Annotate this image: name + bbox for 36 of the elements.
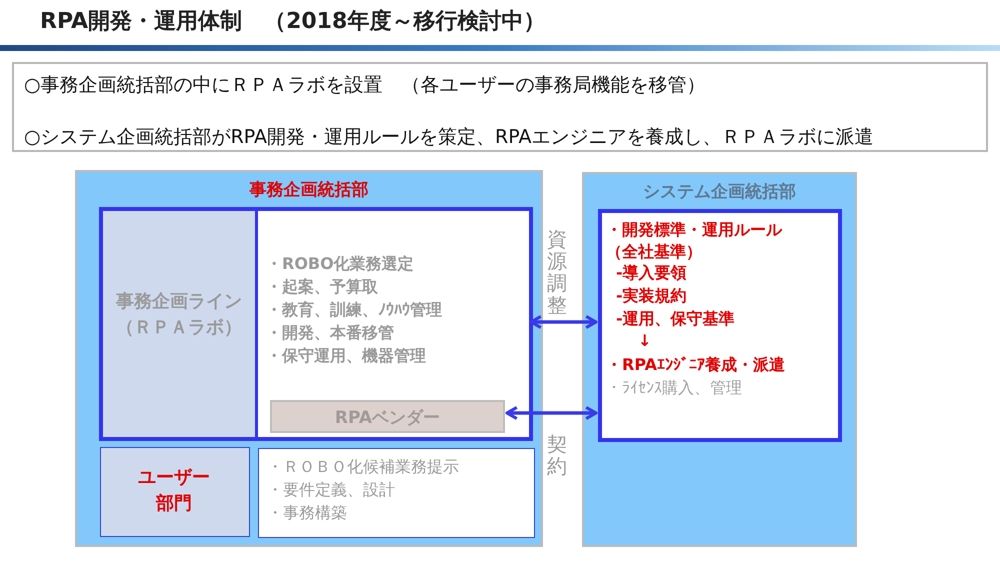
department-panel bbox=[75, 170, 543, 547]
department-panel bbox=[582, 172, 857, 547]
list-item: -運用、保守基準 bbox=[616, 309, 735, 330]
note-text: ○事務企画統括部の中にＲＰＡラボを設置 （各ユーザーの事務局機能を移管） bbox=[24, 73, 706, 98]
list-item: ・RPAｴﾝｼﾞﾆｱ養成・派遣 bbox=[606, 355, 785, 376]
list-item: ・教育、訓練、ﾉｳﾊｳ管理 bbox=[266, 300, 442, 321]
task-box bbox=[258, 448, 535, 538]
panel-heading: システム企画統括部 bbox=[642, 181, 797, 203]
task-box bbox=[258, 211, 529, 437]
edge-label: 契約 bbox=[546, 433, 568, 477]
edge-label: 資源調整 bbox=[546, 228, 568, 316]
box-label: 事務企画ライン（ＲＰＡラボ） bbox=[115, 290, 243, 340]
list-item: -実装規約 bbox=[616, 286, 687, 307]
vendor-box bbox=[270, 400, 505, 433]
list-item: ・要件定義、設計 bbox=[267, 480, 395, 501]
title: RPA開発・運用体制 （2018年度～移行検討中） bbox=[40, 8, 546, 36]
arrow bbox=[505, 406, 598, 420]
list-item: -導入要領 bbox=[616, 263, 687, 284]
arrow bbox=[529, 314, 598, 330]
panel-heading: 事務企画統括部 bbox=[248, 179, 370, 201]
list-item: ・保守運用、機器管理 bbox=[266, 346, 426, 367]
lab-frame bbox=[99, 207, 533, 441]
task-box bbox=[598, 209, 842, 442]
box-label: RPAベンダー bbox=[334, 407, 442, 429]
box-label: ユーザー部門 bbox=[137, 466, 211, 516]
list-item: ・ﾗｲｾﾝｽ購入、管理 bbox=[606, 378, 742, 399]
note-box bbox=[12, 62, 988, 152]
list-item: ・ROBO化業務選定 bbox=[266, 254, 414, 275]
note-text: ○システム企画統括部がRPA開発・運用ルールを策定、RPAエンジニアを養成し、ＲＰＡラボに派遣 bbox=[24, 125, 874, 150]
list-item: ・開発標準・運用ルール（全社基準） bbox=[606, 219, 784, 263]
list-item: ・ＲＯＢＯ化候補業務提示 bbox=[267, 457, 459, 478]
list-item: ・事務構築 bbox=[267, 503, 347, 524]
list-item: ↓ bbox=[638, 331, 652, 350]
list-item: ・開発、本番移管 bbox=[266, 323, 394, 344]
user-box bbox=[100, 447, 250, 537]
list-item: ・起案、予算取 bbox=[266, 277, 378, 298]
